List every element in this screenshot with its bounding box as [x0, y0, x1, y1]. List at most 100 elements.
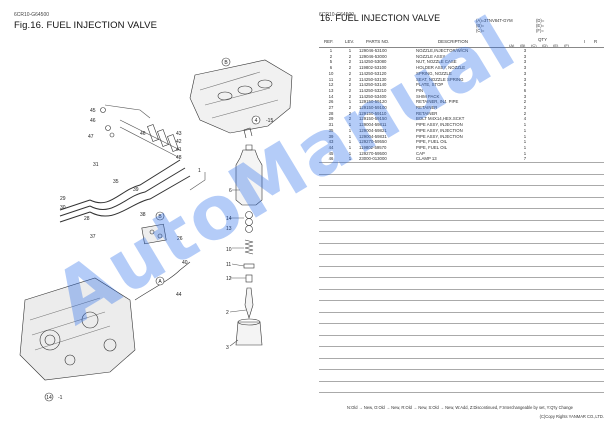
- blank-row-rule: [319, 185, 604, 186]
- callout-39: 39: [133, 187, 139, 193]
- parts-no-cell: 114250-53140: [359, 82, 387, 88]
- callout-14: 14: [46, 395, 52, 401]
- qty-a-cell: 1: [523, 122, 527, 128]
- lev-cell: 1: [348, 122, 352, 128]
- header-col-d: (D): [542, 43, 548, 48]
- model-c: (C)=: [476, 28, 485, 33]
- qty-a-cell: 1: [523, 133, 527, 139]
- model-e: (E)=: [536, 23, 545, 28]
- parts-no-cell: 114250-53210: [359, 87, 387, 93]
- parts-no-cell: 114250-53080: [359, 59, 387, 65]
- callout-30: 30: [60, 205, 66, 211]
- page-code: 6CR10-G64500: [14, 12, 50, 18]
- qty-a-cell: 1: [523, 144, 527, 150]
- callout-minus1: -1: [58, 395, 63, 401]
- callout-35: 35: [113, 179, 119, 185]
- ref-cell: 29: [328, 116, 334, 122]
- figure-title: Fig.16. FUEL INJECTION VALVE: [14, 20, 158, 31]
- copyright-footer: (C)Copy Rights YANMAR CO.,LTD.: [539, 414, 604, 419]
- parts-no-cell: 129046-53100: [359, 48, 387, 53]
- callout-4: 4: [255, 118, 258, 124]
- qty-a-cell: 1: [523, 150, 527, 156]
- parts-no-cell: 129270-59500: [359, 150, 387, 156]
- page-code-right: 6CR10-G64500: [319, 12, 355, 18]
- qty-a-cell: 2: [523, 99, 527, 105]
- header-qty: QTY: [538, 37, 548, 42]
- parts-no-cell: 129150-59100: [359, 105, 387, 111]
- description-cell: SPRING, NOZZLE: [416, 70, 452, 76]
- description-cell: PIPE, FUEL OIL: [416, 144, 448, 150]
- description-cell: RETAINER: [416, 105, 438, 111]
- qty-a-cell: 2: [523, 105, 527, 111]
- callout-28: 28: [84, 216, 90, 222]
- ref-cell: 45: [328, 150, 334, 156]
- description-cell: SEAT, NOZZLE SPRING: [416, 76, 464, 82]
- parts-no-cell: 119802-59570: [359, 144, 387, 150]
- exploded-view-diagram: B 4 A B 14 -15 -1 45 46 46 47 43 42 41 4…: [19, 57, 293, 402]
- parts-no-cell: 129004-59821: [359, 127, 387, 133]
- cylinder-head: [189, 59, 293, 134]
- callout-1: 1: [198, 168, 201, 174]
- callout-31: 31: [93, 162, 99, 168]
- header-col-f: (F): [564, 43, 570, 48]
- blank-row-rule: [319, 196, 604, 198]
- nozzle-holder: [235, 149, 263, 206]
- header-col-c: (C): [531, 43, 537, 48]
- ref-cell: 1: [329, 48, 333, 53]
- callout-14b: 14: [226, 216, 232, 222]
- callout-41: 41: [176, 147, 182, 153]
- blank-row-rule: [319, 346, 604, 347]
- ref-cell: 2: [329, 53, 333, 59]
- parts-no-cell: 114250-53400: [359, 93, 387, 99]
- description-cell: PLATE, STOP: [416, 82, 444, 88]
- header-col-e: (E): [553, 43, 559, 48]
- header-description: DESCRIPTION: [438, 39, 469, 44]
- blank-row-rule: [319, 277, 604, 278]
- description-cell: CAP: [416, 150, 425, 156]
- callout-46a: 46: [90, 118, 96, 124]
- lev-cell: 2: [348, 76, 352, 82]
- lev-cell: 2: [348, 82, 352, 88]
- lev-cell: 1: [348, 156, 352, 162]
- qty-a-cell: 3: [523, 65, 527, 71]
- lev-cell: 2: [348, 93, 352, 99]
- parts-no-cell: 129004-59811: [359, 122, 387, 128]
- lev-cell: 1: [348, 48, 352, 53]
- callout-A: A: [158, 279, 162, 285]
- callout-42: 42: [176, 139, 182, 145]
- parts-no-cell: 119802-53100: [359, 65, 387, 71]
- blank-row-rule: [319, 219, 604, 221]
- callout-B: B: [224, 60, 228, 66]
- callout-3: 3: [226, 345, 229, 351]
- nozzle-spring: [244, 239, 254, 255]
- header-r: R: [594, 39, 598, 44]
- qty-a-cell: 3: [523, 70, 527, 76]
- ref-cell: 39: [328, 133, 334, 139]
- callout-37: 37: [90, 234, 96, 240]
- description-cell: HOLDER ASSY, NOZZLE: [416, 65, 466, 71]
- lev-cell: 2: [348, 70, 352, 76]
- qty-a-cell: 6: [523, 87, 527, 93]
- callout-10: 10: [226, 247, 232, 253]
- model-b: (B)=: [476, 23, 485, 28]
- fig-title: 16. FUEL INJECTION VALVE: [320, 13, 441, 23]
- blank-row-rule: [319, 265, 604, 267]
- callout-6: 6: [229, 188, 232, 194]
- blank-row-rule: [319, 300, 604, 301]
- description-cell: RETAINER: [416, 110, 438, 116]
- blank-row-rule: [319, 357, 604, 359]
- blank-row-rule: [319, 173, 604, 175]
- callout-46b: 46: [140, 131, 146, 137]
- callout-45: 45: [90, 108, 96, 114]
